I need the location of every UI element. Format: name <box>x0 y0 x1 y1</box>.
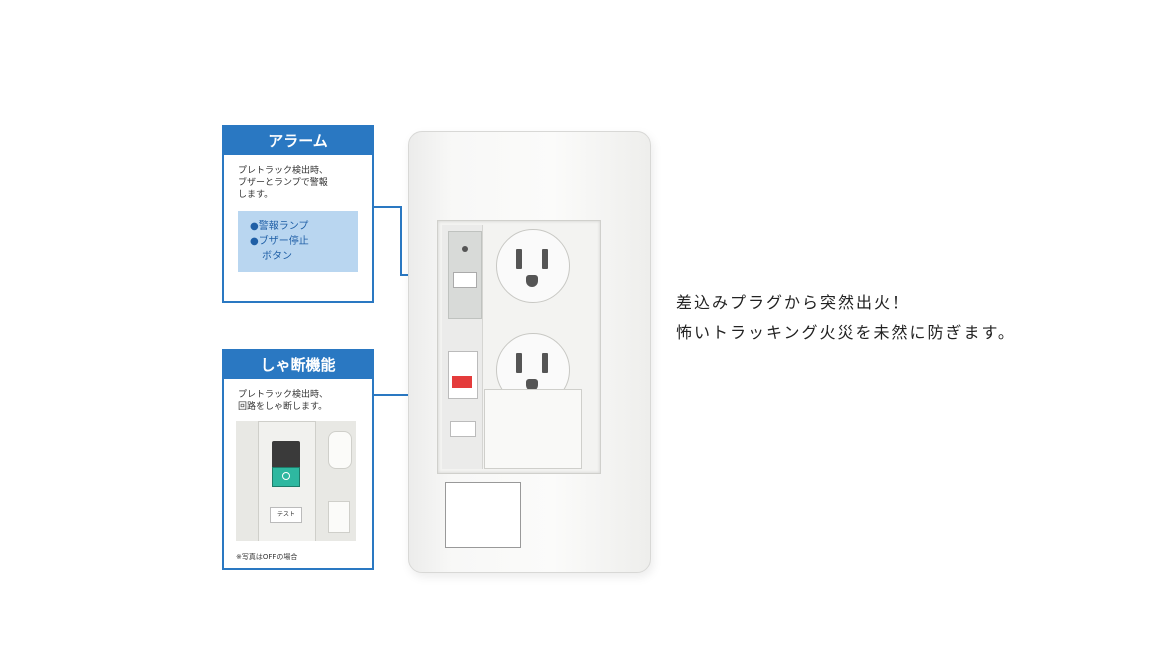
alarm-connector-h <box>374 206 402 208</box>
alarm-title: アラーム <box>224 127 372 155</box>
slogan-line-2: 怖いトラッキング火災を未然に防ぎます。 <box>676 323 1016 342</box>
outlet-frame <box>437 220 601 474</box>
slogan: 差込みプラグから突然出火！ 怖いトラッキング火災を未然に防ぎます。 <box>676 288 1016 348</box>
photo-note: ※写真はOFFの場合 <box>236 553 298 561</box>
socket-blade <box>516 249 522 269</box>
alarm-connector-v <box>400 206 402 276</box>
breaker-reset-switch <box>448 351 478 399</box>
socket-ground-hole <box>526 379 538 391</box>
alarm-lamp-icon <box>462 246 468 252</box>
alarm-feature-list: ●警報ランプ ●ブザー停止 ボタン <box>238 211 358 272</box>
alarm-description: プレトラック検出時、 ブザーとランプで警報 します。 ●警報ランプ ●ブザー停止… <box>224 155 372 278</box>
closeup-test-button: テスト <box>270 507 302 523</box>
alarm-desc-line: ブザーとランプで警報 <box>238 178 328 188</box>
socket-blade <box>542 249 548 269</box>
alarm-desc-line: します。 <box>238 190 274 200</box>
socket-ground-hole <box>526 275 538 287</box>
upper-socket <box>496 229 570 303</box>
outlet-product-image <box>408 131 651 573</box>
breaker-red-indicator <box>452 376 472 388</box>
shutoff-description: プレトラック検出時、 回路をしゃ断します。 <box>224 379 372 419</box>
product-label-sticker <box>445 482 521 548</box>
alarm-desc-line: プレトラック検出時、 <box>238 166 329 176</box>
socket-cover <box>484 389 582 469</box>
closeup-socket-edge <box>328 501 350 533</box>
closeup-green-switch <box>272 467 300 487</box>
alarm-callout: アラーム プレトラック検出時、 ブザーとランプで警報 します。 ●警報ランプ ●… <box>222 125 374 303</box>
outlet-control-strip <box>442 225 483 469</box>
closeup-socket-edge <box>328 431 352 469</box>
alarm-feature-lamp: ●警報ランプ <box>250 221 309 232</box>
shutoff-callout: しゃ断機能 プレトラック検出時、 回路をしゃ断します。 テスト ※写真はOFFの… <box>222 349 374 570</box>
shutoff-closeup-photo: テスト <box>236 421 356 541</box>
socket-face <box>496 229 570 303</box>
alarm-lamp-panel <box>448 231 482 319</box>
alarm-feature-buzzer-stop: ●ブザー停止 <box>250 236 309 247</box>
socket-blade <box>542 353 548 373</box>
shutoff-title: しゃ断機能 <box>224 351 372 379</box>
alarm-feature-buzzer-stop-cont: ボタン <box>262 251 292 262</box>
shutoff-desc-line: 回路をしゃ断します。 <box>238 402 328 412</box>
test-button <box>450 421 476 437</box>
buzzer-stop-button <box>453 272 477 288</box>
shutoff-desc-line: プレトラック検出時、 <box>238 390 329 400</box>
slogan-line-1: 差込みプラグから突然出火！ <box>676 293 911 312</box>
socket-blade <box>516 353 522 373</box>
